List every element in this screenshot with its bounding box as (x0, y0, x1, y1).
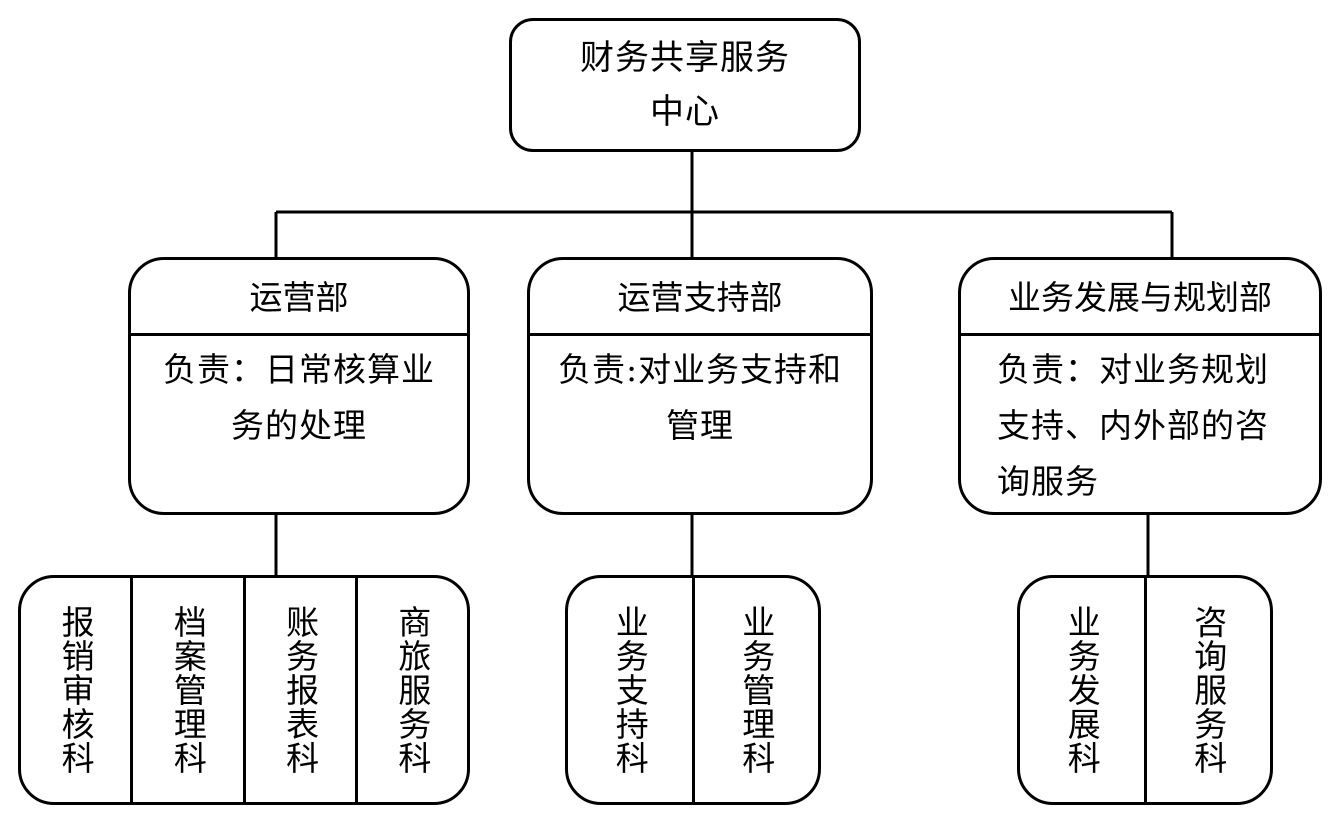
department-duty: 负责：对业务规划支持、内外部的咨询服务 (997, 350, 1269, 501)
section-label: 商旅服务科 (392, 605, 432, 775)
section-cell: 报销审核科 (21, 578, 130, 802)
section-cell: 业务支持科 (568, 578, 692, 802)
section-cell: 账务报表科 (242, 578, 355, 802)
root-node: 财务共享服务中心 (509, 18, 861, 152)
section-cell: 咨询服务科 (1143, 578, 1271, 802)
section-label: 业务支持科 (610, 605, 650, 775)
section-cell: 商旅服务科 (354, 578, 467, 802)
sections-operations-support: 业务支持科 业务管理科 (565, 575, 821, 805)
department-business-development: 业务发展与规划部 负责：对业务规划支持、内外部的咨询服务 (958, 257, 1322, 515)
department-duty: 负责:对业务支持和管理 (557, 350, 843, 445)
department-operations-support: 运营支持部 负责:对业务支持和管理 (527, 257, 873, 515)
sections-business-development: 业务发展科 咨询服务科 (1017, 575, 1273, 805)
department-name: 运营部 (131, 260, 467, 336)
section-label: 咨询服务科 (1188, 605, 1228, 775)
section-cell: 业务发展科 (1020, 578, 1144, 802)
section-label: 账务报表科 (280, 605, 320, 775)
sections-operations: 报销审核科 档案管理科 账务报表科 商旅服务科 (18, 575, 470, 805)
section-cell: 业务管理科 (691, 578, 819, 802)
section-label: 业务管理科 (736, 605, 776, 775)
section-label: 报销审核科 (56, 605, 96, 775)
department-name: 运营支持部 (530, 260, 870, 336)
department-duty: 负责：日常核算业务的处理 (163, 350, 435, 445)
section-label: 业务发展科 (1062, 605, 1102, 775)
section-label: 档案管理科 (168, 605, 208, 775)
root-title: 财务共享服务中心 (580, 38, 790, 132)
department-operations: 运营部 负责：日常核算业务的处理 (128, 257, 470, 515)
section-cell: 档案管理科 (130, 578, 242, 802)
department-name: 业务发展与规划部 (961, 260, 1319, 336)
